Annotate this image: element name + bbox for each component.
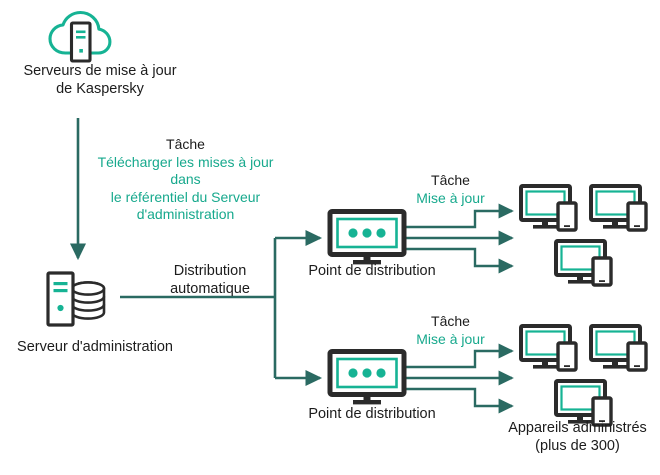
edge-label-heading: Tâche — [431, 172, 470, 188]
managed-device-icon — [554, 239, 616, 289]
server-database-icon — [40, 268, 120, 330]
wire-dp-top-to-device-1 — [406, 203, 514, 229]
managed-device-icon — [519, 324, 581, 374]
node-label-administration-server: Serveur d'administration — [17, 339, 173, 355]
edge-label-heading: Tâche — [431, 313, 470, 329]
edge-label-body: Télécharger les mises à jour dans le réf… — [97, 153, 274, 223]
managed-device-icon — [589, 184, 651, 234]
edge-label-update-task-top: Tâche Mise à jour — [383, 172, 518, 207]
edge-label-heading: Tâche — [166, 136, 205, 152]
distribution-point-icon — [327, 209, 407, 267]
cloud-server-icon — [45, 8, 115, 64]
wire-dp-bottom-to-device-1 — [406, 343, 514, 369]
distribution-point-icon — [327, 349, 407, 407]
edge-label-body: Mise à jour — [416, 330, 485, 347]
node-label-managed-devices: Appareils administrés (plus de 300) — [508, 420, 647, 454]
node-label-kaspersky-update-servers: Serveurs de mise à jour de Kaspersky — [23, 63, 177, 97]
managed-device-icon — [554, 379, 616, 429]
edge-label-update-task-bottom: Tâche Mise à jour — [383, 313, 518, 348]
edge-label-download-updates-task: Tâche Télécharger les mises à jour dans … — [88, 136, 283, 224]
edge-label-automatic-distribution: Distribution automatique — [170, 263, 250, 297]
edge-label-body: Mise à jour — [416, 189, 485, 206]
managed-device-icon — [519, 184, 581, 234]
managed-device-icon — [589, 324, 651, 374]
node-label-distribution-point-bottom: Point de distribution — [308, 406, 436, 422]
wire-dp-top-to-device-3 — [406, 247, 514, 274]
wire-dp-bottom-to-device-3 — [406, 387, 514, 414]
node-label-distribution-point-top: Point de distribution — [308, 263, 436, 279]
